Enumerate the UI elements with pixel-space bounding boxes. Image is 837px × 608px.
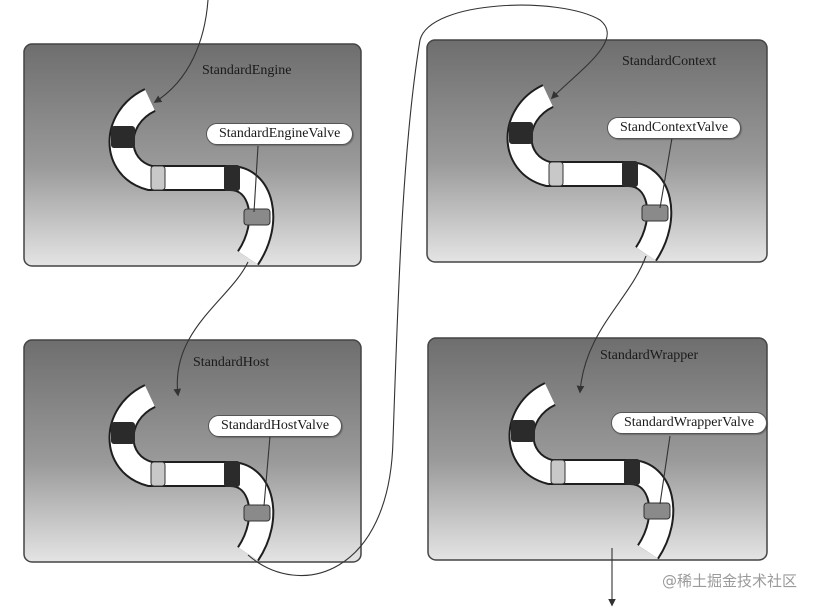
watermark-text: @稀土掘金技术社区 [662, 572, 798, 590]
panel-title-wrapper: StandardWrapper [600, 348, 699, 363]
arrow-into-engine [153, 0, 209, 103]
panel-title-context: StandardContext [622, 54, 717, 69]
valve-label-context: StandContextValve [607, 117, 742, 139]
arrow-host-to-context [247, 4, 608, 576]
pointer-context-valve [659, 137, 673, 209]
valve-label-engine: StandardEngineValve [206, 123, 354, 145]
pointer-engine-valve [253, 145, 259, 213]
valve-label-host: StandardHostValve [208, 415, 343, 437]
arrow-engine-to-host [173, 261, 249, 397]
panel-title-engine: StandardEngine [202, 63, 292, 78]
flow-arrows [153, 0, 673, 607]
panel-standard-wrapper [427, 337, 768, 560]
panel-title-host: StandardHost [193, 355, 270, 370]
pointer-host-valve [263, 435, 271, 507]
arrow-context-to-wrapper [576, 255, 647, 394]
valve-label-wrapper: StandardWrapperValve [611, 412, 768, 434]
panel-standard-context [426, 39, 768, 262]
panel-standard-engine [23, 43, 362, 266]
panel-standard-host [23, 339, 362, 562]
pointer-wrapper-valve [659, 435, 671, 505]
